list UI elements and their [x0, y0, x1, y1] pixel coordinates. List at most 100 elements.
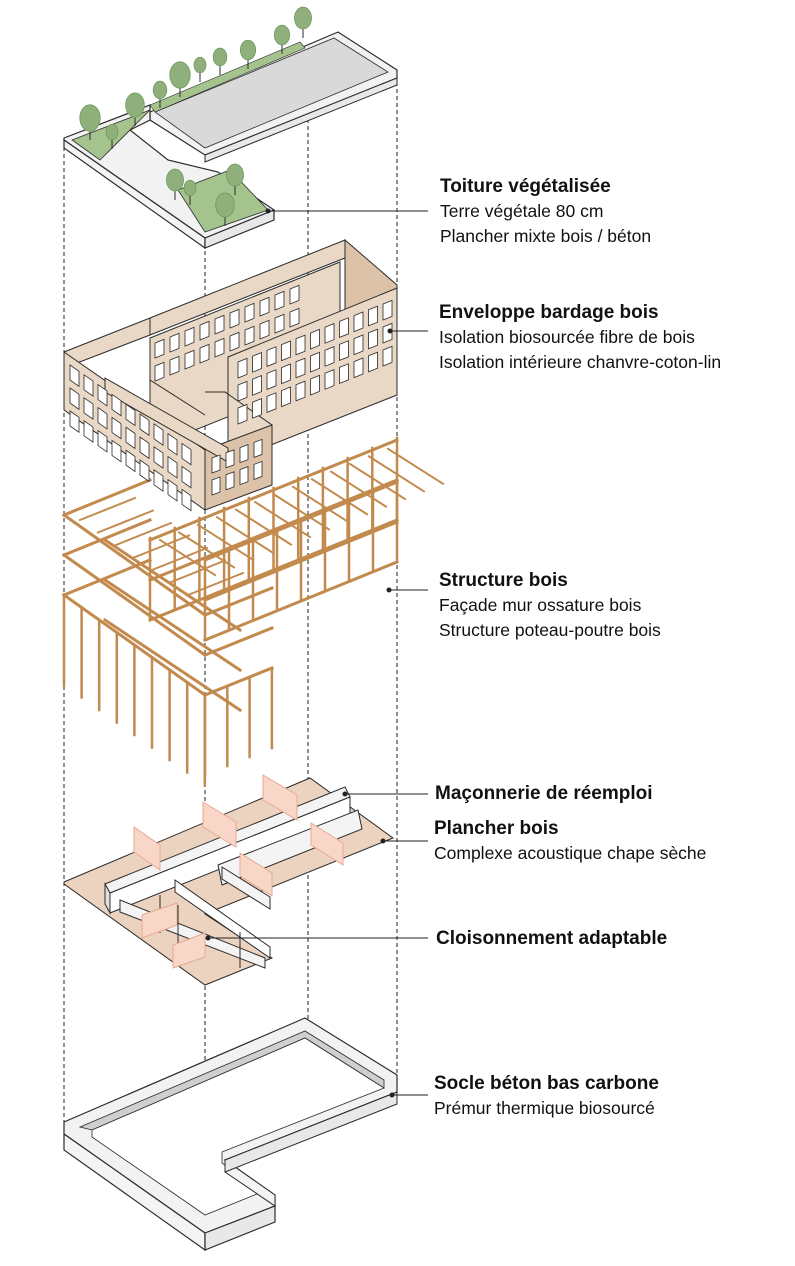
tree-icon — [183, 179, 197, 205]
label-title: Toiture végétalisée — [440, 176, 611, 197]
window — [281, 340, 291, 362]
window — [324, 369, 335, 390]
window — [111, 416, 122, 440]
window — [289, 307, 300, 328]
window — [266, 369, 277, 390]
window — [295, 380, 306, 402]
leader-dot — [205, 935, 211, 941]
leader-dot — [387, 328, 393, 334]
timber-member — [348, 462, 407, 501]
window — [97, 406, 108, 430]
window — [153, 423, 164, 446]
window — [125, 403, 136, 427]
window — [353, 334, 364, 356]
window — [310, 374, 320, 396]
label-title: Maçonnerie de réemploi — [435, 783, 653, 804]
label-line: Façade mur ossature bois — [439, 595, 642, 615]
window — [295, 357, 306, 379]
window — [181, 465, 192, 489]
window — [125, 449, 136, 473]
timber-member — [329, 470, 388, 508]
green-roof — [63, 6, 398, 250]
window — [382, 322, 393, 344]
timber-member — [96, 509, 155, 534]
window — [181, 488, 192, 512]
window — [281, 363, 291, 385]
wood-cladding-envelope — [63, 238, 398, 512]
window — [252, 398, 262, 419]
label-envelope: Enveloppe bardage bois Isolation biosour… — [439, 300, 721, 375]
window — [339, 340, 349, 361]
tree-icon — [212, 47, 228, 75]
window — [368, 328, 378, 350]
window — [353, 357, 364, 379]
window — [184, 326, 195, 347]
window — [225, 471, 235, 491]
timber-member — [203, 626, 274, 657]
tree-icon — [273, 24, 291, 54]
timber-member — [102, 537, 243, 633]
window — [237, 403, 248, 425]
timber-member — [203, 666, 274, 697]
tree-icon — [169, 61, 191, 97]
window — [69, 387, 80, 411]
window — [281, 386, 291, 408]
window — [181, 442, 192, 466]
label-structure: Structure bois Façade mur ossature bois … — [439, 568, 661, 643]
window — [244, 325, 255, 346]
window — [199, 320, 210, 341]
timber-member — [61, 512, 208, 618]
timber-member — [203, 586, 274, 617]
window — [139, 436, 150, 460]
label-title: Cloisonnement adaptable — [436, 928, 668, 949]
concrete-base — [63, 1017, 398, 1252]
window — [382, 299, 393, 321]
tree-icon — [193, 56, 207, 82]
window — [237, 380, 248, 402]
label-title: Plancher bois — [434, 818, 559, 839]
timber-member — [310, 477, 369, 516]
window — [225, 449, 235, 469]
label-line: Prémur thermique biosourcé — [434, 1098, 655, 1118]
timber-member — [150, 546, 209, 572]
timber-member — [62, 478, 152, 517]
window — [229, 308, 240, 329]
tree-icon — [226, 163, 244, 195]
window — [169, 355, 180, 376]
window — [368, 351, 378, 373]
window — [295, 334, 306, 356]
timber-member — [367, 455, 426, 493]
tree-icon — [105, 123, 119, 149]
leader-lines — [205, 208, 428, 1098]
window — [214, 337, 225, 358]
timber-member — [386, 447, 445, 486]
window — [154, 361, 165, 382]
label-title: Enveloppe bardage bois — [439, 302, 659, 323]
window — [237, 357, 248, 379]
leader-dot — [389, 1092, 395, 1098]
window — [153, 446, 164, 469]
window — [229, 331, 240, 352]
window — [324, 323, 335, 344]
window — [274, 290, 285, 311]
tree-icon — [152, 80, 168, 108]
label-line: Complexe acoustique chape sèche — [434, 843, 707, 863]
window — [167, 455, 178, 479]
window — [153, 469, 164, 492]
timber-structure — [61, 436, 445, 787]
leader-dot — [386, 587, 392, 593]
window — [259, 319, 270, 340]
label-line: Isolation biosourcée fibre de bois — [439, 327, 695, 347]
window — [253, 438, 263, 458]
window — [253, 460, 263, 480]
window — [139, 413, 150, 437]
window — [169, 332, 180, 353]
label-floor: Plancher bois Complexe acoustique chape … — [434, 816, 706, 866]
label-base: Socle béton bas carbone Prémur thermique… — [434, 1071, 659, 1121]
window — [139, 459, 150, 483]
window — [83, 397, 94, 420]
timber-member — [272, 493, 331, 531]
window — [244, 302, 255, 323]
window — [339, 363, 349, 384]
